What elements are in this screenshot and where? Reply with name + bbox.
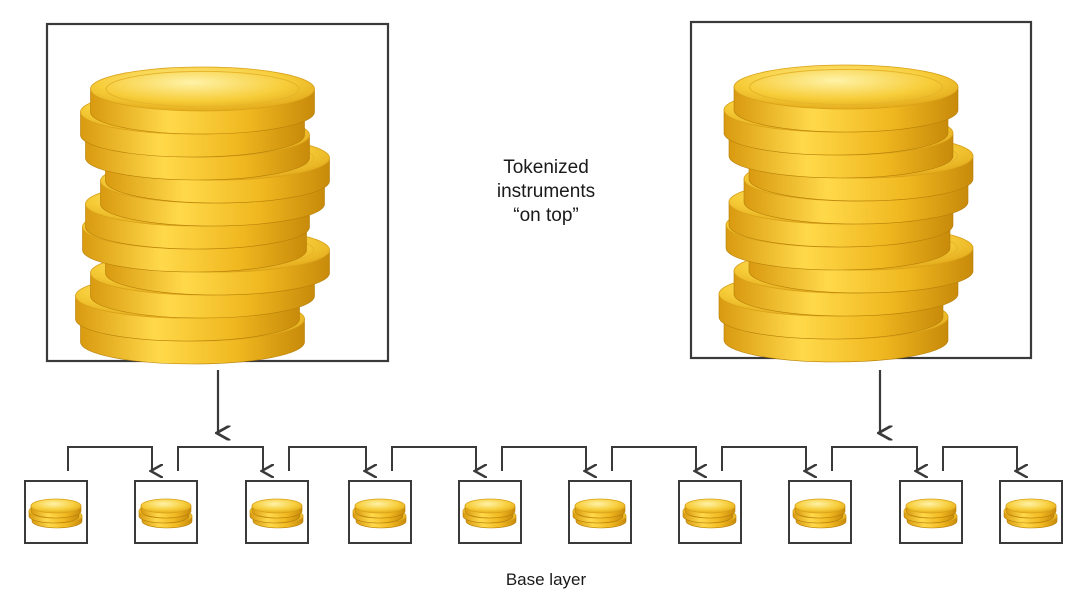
coin [140,498,192,519]
base-layer-box [134,480,198,544]
coin [684,498,736,519]
connector-arrow [831,446,917,471]
base-layer-connectors [67,446,1017,471]
coin [30,498,82,519]
coin [90,66,315,135]
connector-arrow [177,446,263,471]
connector-arrow [611,446,696,471]
base-layer-box [458,480,522,544]
coin [251,498,303,519]
connector-arrow [288,446,366,471]
coin [574,498,626,519]
coin [1005,498,1057,519]
base-layer-box [999,480,1063,544]
label-line-3: “on top” [513,205,579,226]
base-layer-box [348,480,412,544]
label-line-2: instruments [496,181,596,202]
base-layer-box [788,480,852,544]
coin [464,498,516,519]
label-line-1: Tokenized [503,157,589,178]
connector-arrow [501,446,586,471]
base-layer-box [245,480,309,544]
base-layer-label: Base layer [505,570,587,589]
connector-arrow [721,446,806,471]
coin [905,498,957,519]
coin [354,498,406,519]
top-instruments-label: Tokenized instruments “on top” [446,156,646,228]
base-layer-box [678,480,742,544]
top-instrument-box-left [45,22,390,365]
coin [733,64,959,133]
base-layer-box [24,480,88,544]
base-layer-box [568,480,632,544]
top-instrument-box-right [689,20,1033,363]
connector-arrow [391,446,476,471]
connector-arrow [942,446,1017,471]
base-layer-boxes [24,480,1063,544]
connector-arrow [67,446,152,471]
coin [794,498,846,519]
base-layer-box [899,480,963,544]
